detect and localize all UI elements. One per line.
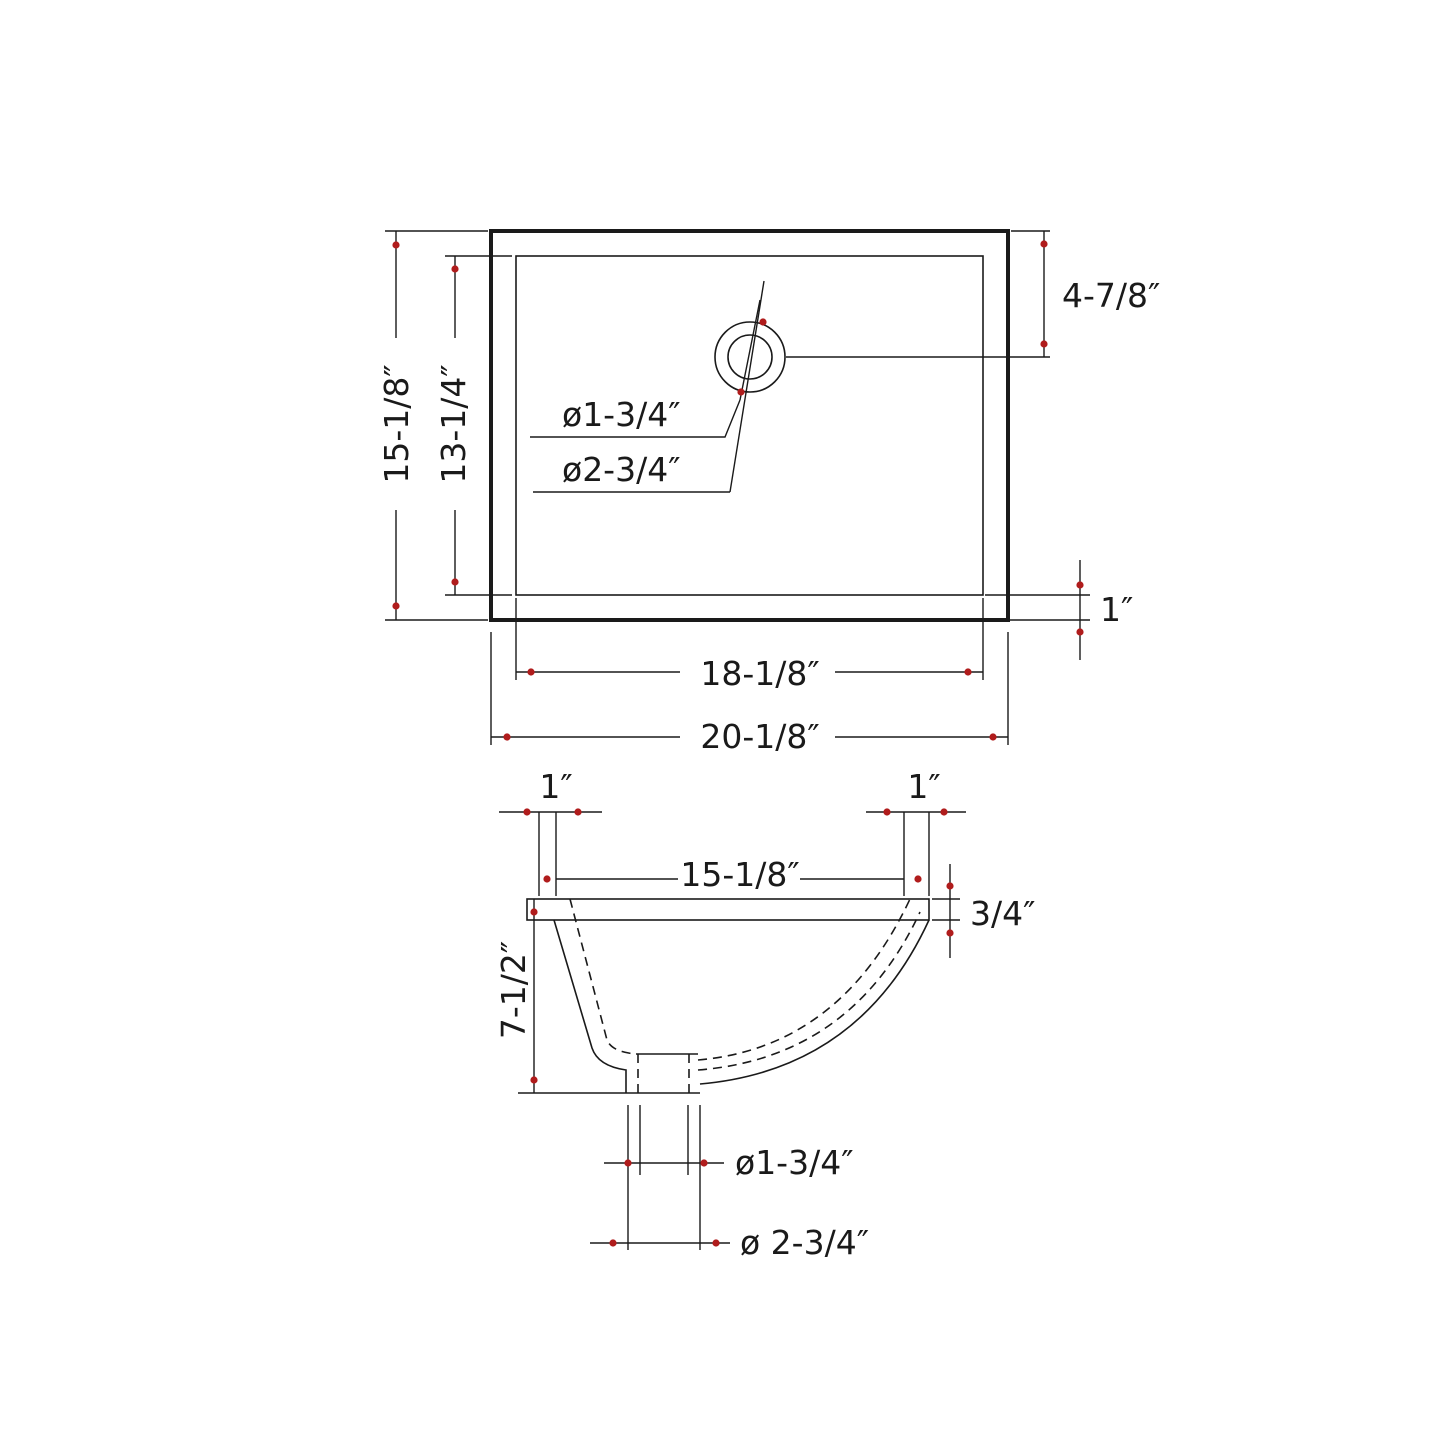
drain-inner-diameter-label: ø1-3/4″ — [562, 395, 681, 434]
dim-rim-front-label: 1″ — [1100, 590, 1133, 629]
drain-outer-diameter-label: ø2-3/4″ — [562, 450, 681, 489]
dim-overall-depth-label: 15-1/8″ — [377, 364, 416, 483]
dim-section-drain-inner-label: ø1-3/4″ — [735, 1143, 854, 1182]
dim-rim-left-label: 1″ — [539, 767, 572, 806]
section-left-wall-inner — [569, 898, 637, 1055]
drain-outer-circle — [714, 321, 786, 393]
arrow-head — [392, 602, 400, 610]
arrow-head — [392, 241, 400, 249]
arrow-head — [883, 808, 891, 816]
arrow-head — [1076, 628, 1084, 636]
arrow-head — [574, 808, 582, 816]
arrow-head — [527, 668, 535, 676]
sink-inner-bowl — [515, 255, 984, 596]
section-rim — [526, 898, 930, 921]
arrow-head — [1040, 340, 1048, 348]
drain-inner-circle — [727, 334, 773, 380]
arrow-head — [530, 908, 538, 916]
dim-section-drain-outer-label: ø 2-3/4″ — [740, 1223, 869, 1262]
arrow-head — [759, 318, 767, 326]
arrow-head — [530, 1076, 538, 1084]
arrow-head — [989, 733, 997, 741]
arrow-head — [503, 733, 511, 741]
section-right-wall-inner-2 — [697, 911, 921, 1071]
top-view: 15-1/8″ 13-1/4″ 4-7/8″ 1″ 18-1/8″ — [377, 229, 1160, 756]
section-right-wall-inner — [697, 898, 911, 1061]
arrow-head — [543, 875, 551, 883]
arrow-head — [946, 882, 954, 890]
dim-overall-width-label: 20-1/8″ — [700, 717, 819, 756]
arrow-head — [609, 1239, 617, 1247]
leader-drain-inner — [530, 399, 741, 438]
section-right-wall-outer — [699, 919, 930, 1085]
dim-rim-right-label: 1″ — [907, 767, 940, 806]
arrow-head — [1040, 240, 1048, 248]
drain-diameter-slant-inner — [739, 299, 761, 401]
arrow-head — [1076, 581, 1084, 589]
dim-height-label: 7-1/2″ — [494, 941, 533, 1039]
arrow-head — [712, 1239, 720, 1247]
sink-outer-rim — [489, 229, 1010, 622]
arrow-head — [451, 578, 459, 586]
dim-rim-thickness-label: 3/4″ — [970, 894, 1035, 933]
section-view: 7-1/2″ 3/4″ 15-1/8″ 1″ 1″ — [494, 767, 1035, 1262]
arrow-head — [624, 1159, 632, 1167]
drain-diameter-slant-outer — [729, 280, 765, 493]
dim-bowl-width-label: 18-1/8″ — [700, 654, 819, 693]
arrow-head — [946, 929, 954, 937]
arrow-head — [451, 265, 459, 273]
dim-section-width-label: 15-1/8″ — [680, 855, 799, 894]
arrow-head — [964, 668, 972, 676]
arrow-head — [737, 388, 745, 396]
dim-bowl-depth-label: 13-1/4″ — [434, 364, 473, 483]
arrow-head — [523, 808, 531, 816]
section-left-wall-outer — [553, 919, 627, 1093]
dim-drain-offset-label: 4-7/8″ — [1062, 276, 1160, 315]
arrow-head — [940, 808, 948, 816]
arrow-head — [914, 875, 922, 883]
arrow-head — [700, 1159, 708, 1167]
